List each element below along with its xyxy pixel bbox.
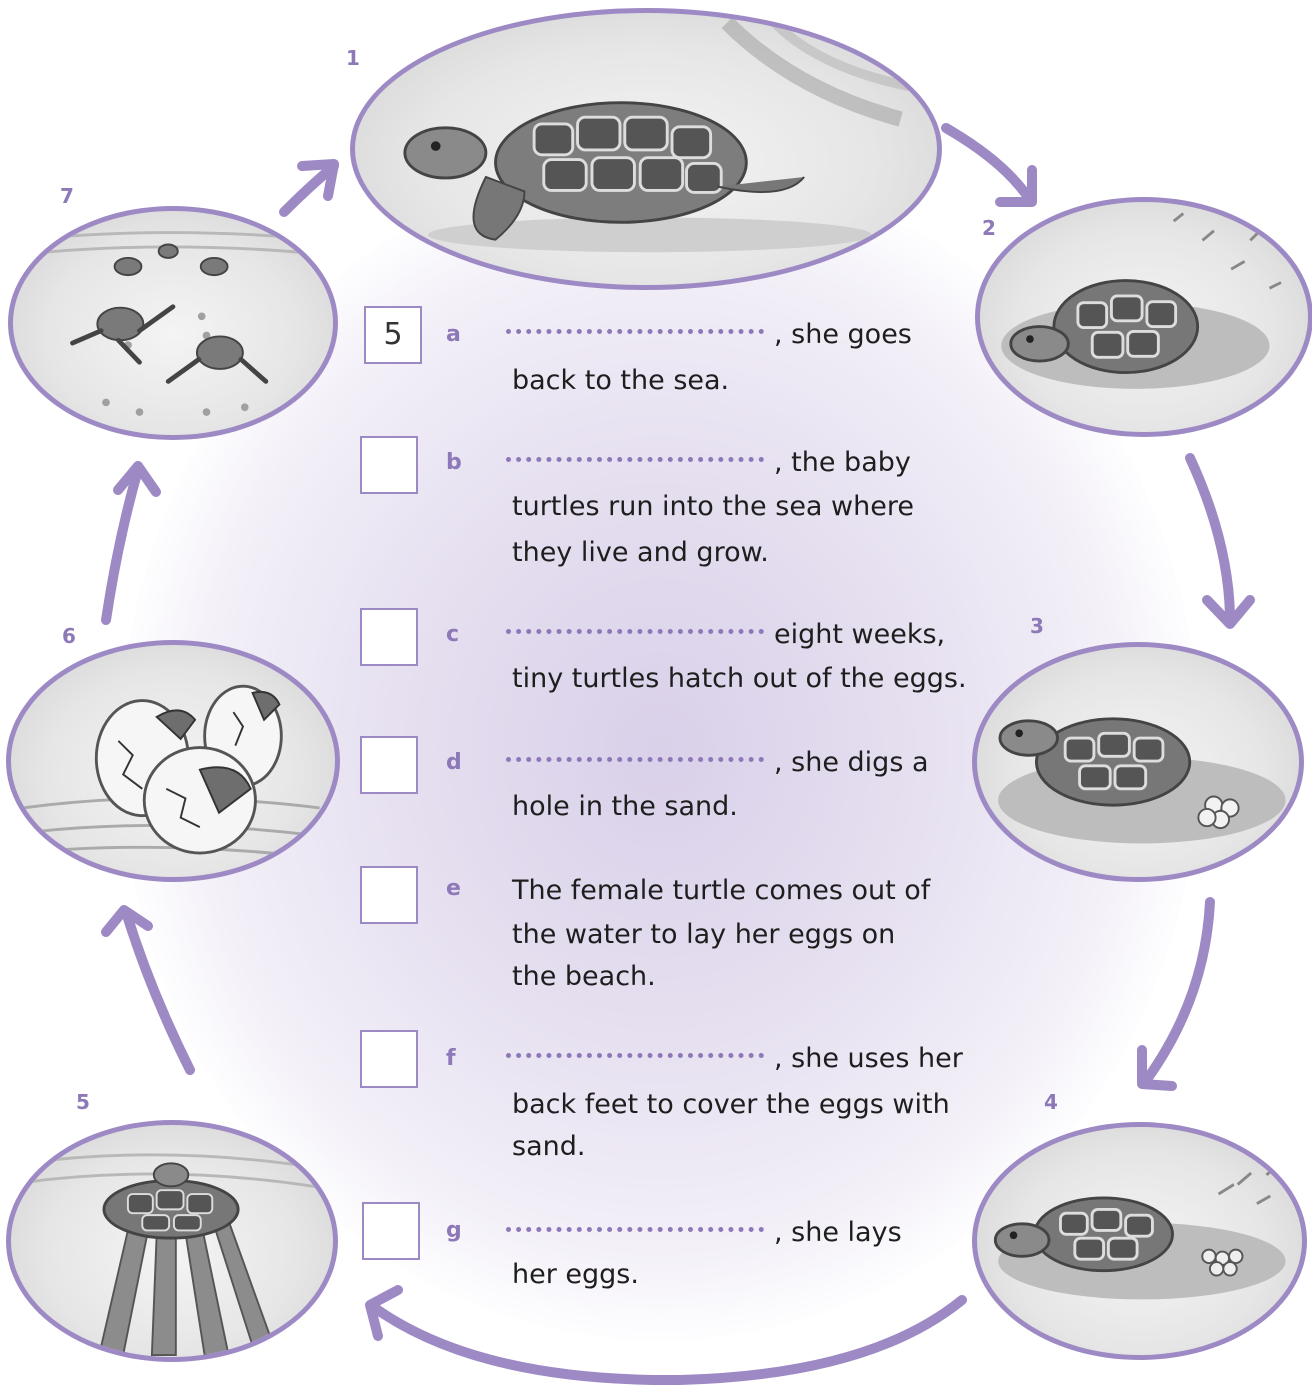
turtle-covering-eggs-icon	[977, 1127, 1302, 1355]
baby-turtles-running-to-sea-icon	[13, 211, 333, 435]
stage-6-illustration	[6, 640, 340, 882]
stage-3-illustration	[972, 642, 1304, 882]
answer-box-f[interactable]	[360, 1030, 418, 1088]
sentence-b-blank[interactable]	[506, 457, 764, 462]
sentence-e-line-2: the water to lay her eggs on	[512, 918, 895, 952]
sentence-a-line-1: , she goes	[506, 318, 912, 352]
arrow-5-to-6	[126, 912, 190, 1070]
answer-box-c[interactable]	[360, 608, 418, 666]
sentence-c-blank[interactable]	[506, 629, 764, 634]
sentence-c-line-2: tiny turtles hatch out of the eggs.	[512, 662, 967, 696]
turtle-laying-eggs-icon	[977, 647, 1299, 877]
answer-box-b[interactable]	[360, 436, 418, 494]
sentence-g-line-2: her eggs.	[512, 1258, 639, 1292]
stage-number-4: 4	[1044, 1090, 1058, 1114]
stage-number-2: 2	[982, 216, 996, 240]
stage-4-illustration	[972, 1122, 1307, 1360]
sentence-letter-f: f	[446, 1046, 456, 1071]
sentence-letter-e: e	[446, 876, 461, 901]
sentence-letter-a: a	[446, 322, 461, 347]
sentence-a-line-2: back to the sea.	[512, 364, 729, 398]
sentence-d-line-2: hole in the sand.	[512, 790, 738, 824]
sentence-b-line-3: they live and grow.	[512, 536, 769, 570]
sentence-f-line-1: , she uses her	[506, 1042, 963, 1076]
sentence-g-blank[interactable]	[506, 1227, 764, 1232]
sentence-f-line-2: back feet to cover the eggs with	[512, 1088, 950, 1122]
stage-number-6: 6	[62, 624, 76, 648]
sentence-letter-d: d	[446, 750, 462, 775]
sentence-a-blank[interactable]	[506, 329, 764, 334]
stage-number-3: 3	[1030, 614, 1044, 638]
arrow-4-to-5	[375, 1300, 962, 1380]
answer-box-d[interactable]	[360, 736, 418, 794]
turtle-digging-hole-icon	[980, 202, 1308, 432]
sentence-d-line-1: , she digs a	[506, 746, 929, 780]
sentence-f-blank[interactable]	[506, 1053, 764, 1058]
stage-1-illustration	[350, 8, 942, 290]
answer-box-a[interactable]: 5	[364, 306, 422, 364]
answer-box-g[interactable]	[362, 1202, 420, 1260]
sentence-b-line-1: , the baby	[506, 446, 911, 480]
stage-number-5: 5	[76, 1090, 90, 1114]
arrow-1-to-2	[946, 128, 1030, 200]
sentence-d-blank[interactable]	[506, 757, 764, 762]
answer-box-e[interactable]	[360, 866, 418, 924]
sentence-f-line-3: sand.	[512, 1130, 585, 1164]
arrow-2-to-3	[1190, 458, 1230, 615]
sentence-e-line-1: The female turtle comes out of	[512, 874, 930, 908]
turtle-swimming-icon	[355, 13, 937, 285]
turtles-hatching-icon	[11, 645, 335, 877]
stage-5-illustration	[6, 1120, 338, 1362]
arrow-3-to-4	[1145, 902, 1210, 1082]
sentence-c-line-1: eight weeks,	[506, 618, 945, 652]
sentence-b-line-2: turtles run into the sea where	[512, 490, 914, 524]
sentence-e-line-3: the beach.	[512, 960, 656, 994]
turtle-returning-to-sea-icon	[11, 1125, 333, 1357]
sentence-letter-b: b	[446, 450, 462, 475]
sentence-letter-c: c	[446, 622, 459, 647]
stage-7-illustration	[8, 206, 338, 440]
sentence-g-line-1: , she lays	[506, 1216, 902, 1250]
stage-number-7: 7	[60, 184, 74, 208]
stage-number-1: 1	[346, 46, 360, 70]
sentence-letter-g: g	[446, 1218, 462, 1243]
stage-2-illustration	[975, 197, 1312, 437]
